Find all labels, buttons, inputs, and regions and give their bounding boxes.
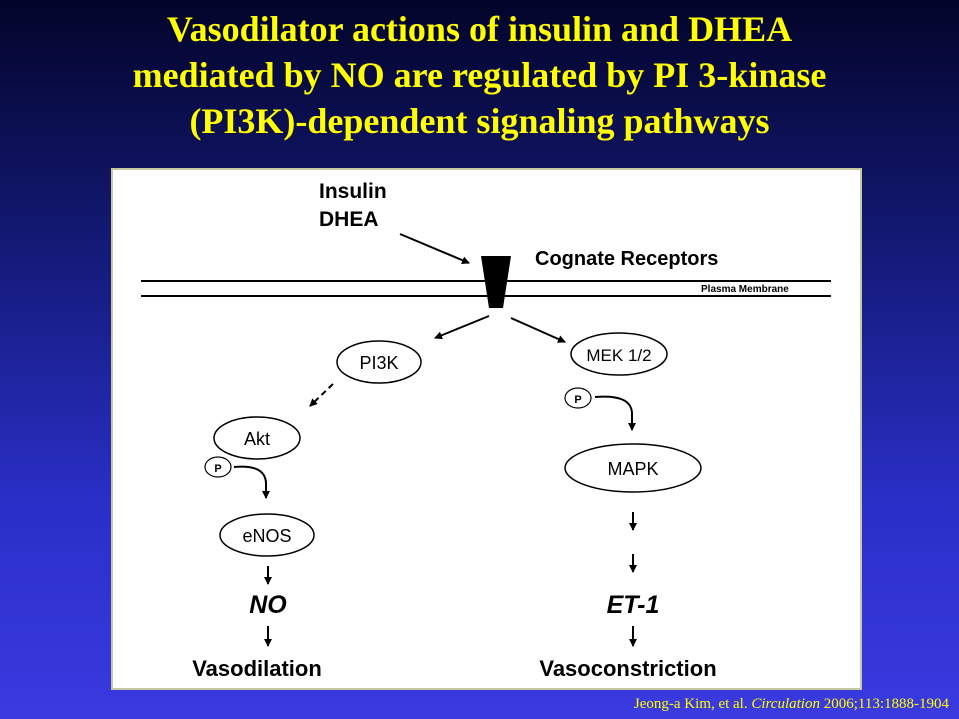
slide-title: Vasodilator actions of insulin and DHEA … bbox=[0, 6, 959, 144]
vasoconstriction-label: Vasoconstriction bbox=[539, 656, 716, 681]
et1-label: ET-1 bbox=[607, 591, 660, 619]
citation: Jeong-a Kim, et al. Circulation 2006;113… bbox=[634, 696, 949, 713]
cognate-receptors-label: Cognate Receptors bbox=[535, 248, 718, 270]
vasodilation-label: Vasodilation bbox=[192, 656, 322, 681]
citation-ref: 2006;113:1888-1904 bbox=[823, 696, 949, 712]
mek-phospho-label: P bbox=[574, 394, 581, 406]
akt-node bbox=[213, 416, 301, 460]
mek-label: MEK 1/2 bbox=[586, 346, 651, 365]
akt-label: Akt bbox=[244, 429, 270, 449]
pi3k-node bbox=[336, 340, 422, 384]
enos-node bbox=[219, 513, 315, 557]
mapk-label: MAPK bbox=[607, 459, 658, 479]
no-label: NO bbox=[249, 591, 287, 619]
enos-label: eNOS bbox=[242, 526, 291, 546]
ligand-insulin: Insulin bbox=[319, 180, 387, 203]
receptor-shape bbox=[481, 256, 511, 308]
arrow-receptor-to-mek bbox=[510, 317, 566, 343]
akt-phospho-node bbox=[204, 456, 232, 478]
arrow-mek-to-mapk bbox=[594, 395, 636, 431]
title-line-2: mediated by NO are regulated by PI 3-kin… bbox=[132, 55, 827, 95]
pathway-figure: Insulin DHEA Plasma Membrane Cognate Rec… bbox=[111, 168, 862, 690]
title-line-3: (PI3K)-dependent signaling pathways bbox=[189, 101, 770, 141]
mek-node bbox=[570, 332, 668, 376]
arrow-akt-to-enos bbox=[233, 465, 270, 499]
arrow-pi3k-to-akt bbox=[309, 383, 334, 407]
arrow-receptor-to-pi3k bbox=[434, 315, 490, 340]
pathway-diagram: Insulin DHEA Plasma Membrane Cognate Rec… bbox=[141, 180, 831, 681]
akt-phospho-label: P bbox=[214, 463, 221, 475]
citation-journal: Circulation bbox=[751, 696, 820, 712]
mapk-node bbox=[564, 443, 702, 493]
title-line-1: Vasodilator actions of insulin and DHEA bbox=[166, 9, 793, 49]
citation-authors: Jeong-a Kim, et al. bbox=[633, 696, 748, 712]
arrow-ligand-to-receptor bbox=[399, 233, 470, 264]
mek-phospho-node bbox=[564, 387, 592, 409]
plasma-membrane-label: Plasma Membrane bbox=[701, 284, 789, 295]
pi3k-label: PI3K bbox=[359, 353, 398, 373]
ligand-dhea: DHEA bbox=[319, 208, 379, 231]
